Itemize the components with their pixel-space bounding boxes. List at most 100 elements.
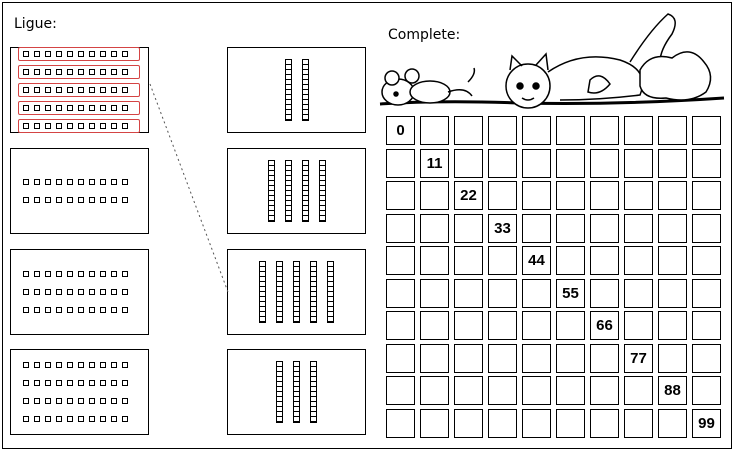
grid-cell-empty[interactable] bbox=[454, 148, 483, 178]
grid-cell-empty[interactable] bbox=[590, 376, 619, 405]
grid-cell-empty[interactable] bbox=[454, 116, 483, 145]
grid-cell-empty[interactable] bbox=[386, 213, 415, 243]
grid-cell-empty[interactable] bbox=[420, 408, 449, 438]
grid-cell-empty[interactable] bbox=[420, 376, 449, 405]
grid-cell-empty[interactable] bbox=[454, 376, 483, 405]
grid-cell-empty[interactable] bbox=[522, 116, 551, 145]
grid-cell-empty[interactable] bbox=[488, 311, 517, 340]
grid-cell-empty[interactable] bbox=[590, 343, 619, 373]
grid-cell-empty[interactable] bbox=[692, 278, 721, 308]
tens-box-1[interactable] bbox=[227, 47, 366, 133]
grid-cell-empty[interactable] bbox=[590, 181, 619, 210]
grid-cell-empty[interactable] bbox=[522, 213, 551, 243]
grid-cell-empty[interactable] bbox=[522, 311, 551, 340]
grid-cell-empty[interactable] bbox=[386, 408, 415, 438]
grid-cell-empty[interactable] bbox=[692, 181, 721, 210]
grid-cell-empty[interactable] bbox=[624, 311, 653, 340]
grid-cell-empty[interactable] bbox=[624, 376, 653, 405]
grid-cell-empty[interactable] bbox=[420, 278, 449, 308]
grid-cell-empty[interactable] bbox=[590, 278, 619, 308]
unit-square bbox=[111, 51, 117, 57]
grid-cell-empty[interactable] bbox=[556, 311, 585, 340]
grid-cell-empty[interactable] bbox=[454, 213, 483, 243]
grid-cell-empty[interactable] bbox=[454, 343, 483, 373]
grid-cell-empty[interactable] bbox=[590, 148, 619, 178]
grid-cell-empty[interactable] bbox=[488, 408, 517, 438]
grid-cell-empty[interactable] bbox=[556, 181, 585, 210]
grid-cell-empty[interactable] bbox=[624, 213, 653, 243]
grid-cell-empty[interactable] bbox=[386, 311, 415, 340]
grid-cell-empty[interactable] bbox=[488, 181, 517, 210]
grid-cell-empty[interactable] bbox=[488, 148, 517, 178]
grid-cell-empty[interactable] bbox=[522, 343, 551, 373]
grid-cell-empty[interactable] bbox=[420, 116, 449, 145]
grid-cell-empty[interactable] bbox=[488, 343, 517, 373]
grid-cell-empty[interactable] bbox=[692, 376, 721, 405]
grid-cell-empty[interactable] bbox=[420, 181, 449, 210]
tens-box-3[interactable] bbox=[227, 249, 366, 335]
grid-cell-empty[interactable] bbox=[420, 311, 449, 340]
grid-cell-empty[interactable] bbox=[556, 213, 585, 243]
grid-cell-empty[interactable] bbox=[590, 408, 619, 438]
grid-cell-empty[interactable] bbox=[658, 213, 687, 243]
grid-cell-empty[interactable] bbox=[386, 343, 415, 373]
grid-cell-empty[interactable] bbox=[590, 116, 619, 145]
grid-cell-empty[interactable] bbox=[420, 246, 449, 275]
grid-cell-empty[interactable] bbox=[590, 246, 619, 275]
grid-cell-empty[interactable] bbox=[624, 408, 653, 438]
grid-cell-empty[interactable] bbox=[386, 181, 415, 210]
grid-cell-empty[interactable] bbox=[556, 376, 585, 405]
grid-cell-empty[interactable] bbox=[624, 278, 653, 308]
grid-cell-empty[interactable] bbox=[624, 148, 653, 178]
grid-cell-empty[interactable] bbox=[488, 116, 517, 145]
grid-cell-empty[interactable] bbox=[590, 213, 619, 243]
grid-cell-empty[interactable] bbox=[386, 376, 415, 405]
grid-cell-empty[interactable] bbox=[386, 246, 415, 275]
grid-cell-empty[interactable] bbox=[386, 278, 415, 308]
grid-cell-empty[interactable] bbox=[488, 278, 517, 308]
grid-cell-empty[interactable] bbox=[522, 376, 551, 405]
grid-cell-empty[interactable] bbox=[522, 181, 551, 210]
grid-cell-empty[interactable] bbox=[692, 213, 721, 243]
grid-cell-empty[interactable] bbox=[454, 246, 483, 275]
grid-cell-empty[interactable] bbox=[556, 408, 585, 438]
grid-cell-empty[interactable] bbox=[624, 181, 653, 210]
tens-box-4[interactable] bbox=[227, 349, 366, 435]
grid-cell-empty[interactable] bbox=[420, 213, 449, 243]
grid-cell-empty[interactable] bbox=[454, 408, 483, 438]
grid-cell-empty[interactable] bbox=[658, 148, 687, 178]
grid-cell-empty[interactable] bbox=[454, 311, 483, 340]
grid-cell-empty[interactable] bbox=[658, 181, 687, 210]
grid-cell-empty[interactable] bbox=[420, 343, 449, 373]
units-box-4[interactable] bbox=[10, 349, 149, 435]
grid-cell-empty[interactable] bbox=[692, 116, 721, 145]
grid-cell-empty[interactable] bbox=[386, 148, 415, 178]
grid-cell-empty[interactable] bbox=[488, 246, 517, 275]
grid-cell-empty[interactable] bbox=[522, 278, 551, 308]
units-box-1[interactable] bbox=[10, 47, 149, 133]
grid-cell-empty[interactable] bbox=[488, 376, 517, 405]
grid-cell-empty[interactable] bbox=[624, 246, 653, 275]
unit-square bbox=[122, 271, 128, 277]
grid-cell-empty[interactable] bbox=[658, 311, 687, 340]
units-box-2[interactable] bbox=[10, 148, 149, 234]
grid-cell-empty[interactable] bbox=[556, 148, 585, 178]
grid-cell-empty[interactable] bbox=[556, 116, 585, 145]
tens-box-2[interactable] bbox=[227, 148, 366, 234]
grid-cell-empty[interactable] bbox=[658, 116, 687, 145]
grid-cell-empty[interactable] bbox=[692, 246, 721, 275]
grid-cell-empty[interactable] bbox=[522, 148, 551, 178]
units-box-3[interactable] bbox=[10, 249, 149, 335]
grid-cell-empty[interactable] bbox=[556, 246, 585, 275]
grid-cell-empty[interactable] bbox=[692, 343, 721, 373]
grid-cell-empty[interactable] bbox=[658, 343, 687, 373]
grid-cell-empty[interactable] bbox=[556, 343, 585, 373]
grid-cell-empty[interactable] bbox=[658, 246, 687, 275]
grid-cell-empty[interactable] bbox=[692, 148, 721, 178]
grid-cell-empty[interactable] bbox=[692, 311, 721, 340]
grid-cell-empty[interactable] bbox=[658, 278, 687, 308]
grid-cell-empty[interactable] bbox=[454, 278, 483, 308]
grid-cell-empty[interactable] bbox=[522, 408, 551, 438]
grid-cell-empty[interactable] bbox=[624, 116, 653, 145]
grid-cell-empty[interactable] bbox=[658, 408, 687, 438]
